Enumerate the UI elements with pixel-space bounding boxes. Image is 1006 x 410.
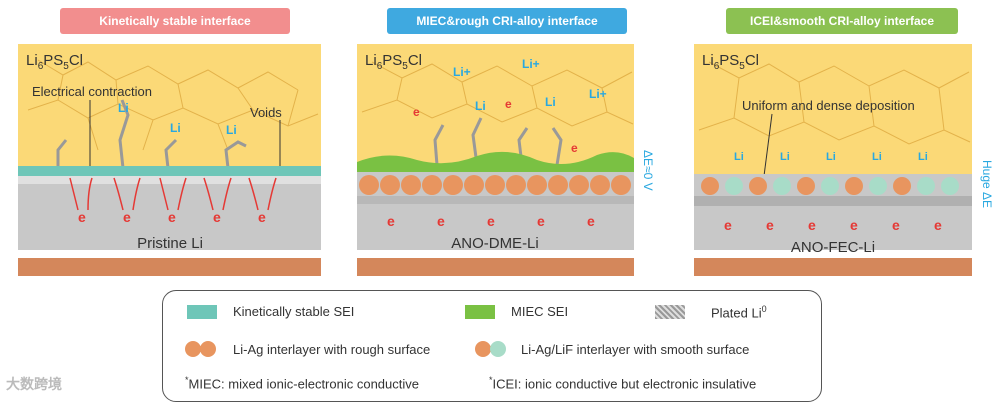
svg-text:Li: Li [170,121,181,135]
svg-text:e: e [766,217,774,233]
note-icei: *ICEI: ionic conductive but electronic i… [489,375,757,392]
svg-text:e: e [437,213,445,229]
svg-text:e: e [587,213,595,229]
panel-icei: ICEI&smooth CRI-alloy interface Li6PS5Cl… [694,0,1006,285]
label-uniform: Uniform and dense deposition [742,98,915,113]
li-metal-layer [18,176,321,250]
svg-text:Li: Li [780,151,790,163]
svg-text:e: e [387,213,395,229]
swatch-plated-li [655,305,685,319]
li-ion-labels-icei: Li Li Li Li Li [734,151,928,163]
svg-text:Li: Li [118,101,129,115]
svg-text:e: e [892,217,900,233]
dendrites [56,99,247,169]
note-miec: *MIEC: mixed ionic-electronic conductive [185,375,419,392]
svg-text:Li: Li [872,151,882,163]
swatch-miec-sei [465,305,495,319]
svg-text:Li: Li [226,123,237,137]
swatch-smooth-alloy [475,341,507,357]
svg-text:e: e [258,209,266,225]
swatch-rough-alloy [185,341,217,357]
kinetic-sei-layer [18,166,321,176]
svg-text:Li: Li [918,151,928,163]
svg-text:Li+: Li+ [522,57,540,71]
svg-text:Li+: Li+ [453,65,471,79]
svg-text:e: e [808,217,816,233]
base-label-ano-dme: ANO-DME-Li [451,235,539,252]
svg-text:Li+: Li+ [589,87,607,101]
label-voids: Voids [250,105,282,120]
svg-text:e: e [213,209,221,225]
huge-delta-label: Huge ΔE [980,160,994,208]
svg-text:Li: Li [734,151,744,163]
label-contraction: Electrical contraction [32,84,152,99]
panel-title-kinetic: Kinetically stable interface [60,8,290,34]
swatch-kinetic-sei [187,305,217,319]
cu-collector [18,258,321,276]
panel-kinetic-diagram: Li6PS5Cl Electrical contraction Voids Li… [18,44,321,276]
electrolyte-cracks [27,59,319,151]
legend-rough-alloy: Li-Ag interlayer with rough surface [233,342,431,357]
smooth-alloy-interlayer [701,177,959,195]
panel-kinetic: Kinetically stable interface Li6PS5Cl El… [18,0,323,285]
svg-text:e: e [168,209,176,225]
legend: Kinetically stable SEI MIEC SEI Plated L… [162,290,822,402]
rough-alloy-interlayer [359,175,631,195]
miec-sei-layer [357,151,634,172]
svg-text:Li: Li [545,95,556,109]
panel-title-miec: MIEC&rough CRI-alloy interface [387,8,627,34]
svg-text:e: e [537,213,545,229]
svg-text:e: e [505,97,512,111]
svg-text:e: e [78,209,86,225]
svg-text:e: e [724,217,732,233]
panel-miec: MIEC&rough CRI-alloy interface Li6PS5Cl … [357,0,657,285]
legend-kinetic-sei: Kinetically stable SEI [233,304,355,319]
panel-icei-diagram: Li6PS5Cl Uniform and dense deposition Li… [694,44,994,276]
svg-text:Li: Li [826,151,836,163]
svg-text:Li6PS5Cl: Li6PS5Cl [702,52,759,72]
svg-text:Li6PS5Cl: Li6PS5Cl [365,52,422,72]
electron-paths [69,177,277,211]
electrolyte-layer [18,44,321,176]
panel-title-icei: ICEI&smooth CRI-alloy interface [726,8,958,34]
base-label-ano-fec: ANO-FEC-Li [791,239,875,256]
svg-text:e: e [487,213,495,229]
legend-miec-sei: MIEC SEI [511,304,569,319]
svg-text:e: e [934,217,942,233]
svg-text:e: e [413,105,420,119]
legend-plated-li: Plated Li0 [711,304,767,321]
svg-text:e: e [571,141,578,155]
svg-text:Li6PS5Cl: Li6PS5Cl [26,52,83,72]
watermark-logo: 大数跨境 [6,376,62,392]
svg-text:e: e [123,209,131,225]
panel-miec-diagram: Li6PS5Cl Li+ Li+ Li+ Li Li e e e e e e e e ANO-DME… [357,44,655,276]
svg-text:e: e [850,217,858,233]
legend-smooth-alloy: Li-Ag/LiF interlayer with smooth surface [521,342,750,357]
svg-text:Li: Li [475,99,486,113]
base-label-pristine: Pristine Li [137,235,203,252]
delta-e-label: ΔE≈0 V [641,150,655,191]
